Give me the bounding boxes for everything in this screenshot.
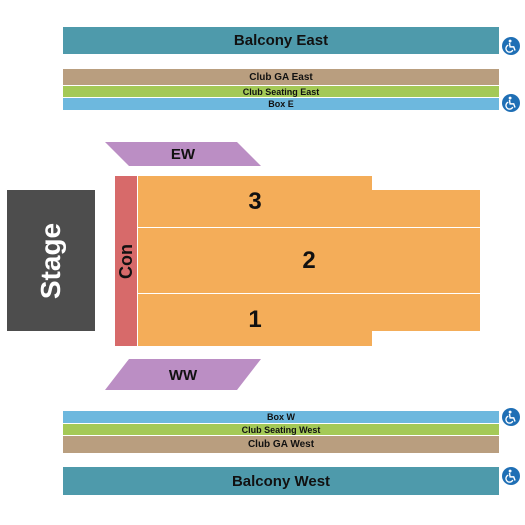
wheelchair-icon [502,94,520,112]
section-balcony-east[interactable]: Balcony East [63,27,499,54]
section-balcony-west[interactable]: Balcony West [63,467,499,495]
section-club-ga-west[interactable]: Club GA West [63,436,499,453]
section-con-label: Con [115,243,136,279]
section-box-e[interactable]: Box E [63,98,499,110]
section-con[interactable]: Con [115,176,137,346]
section-1-ext[interactable] [372,294,480,331]
section-ww-shape[interactable] [105,359,261,390]
section-club-ga-east[interactable]: Club GA East [63,69,499,85]
section-club-seating-east[interactable]: Club Seating East [63,86,499,97]
wheelchair-icon [502,467,520,485]
section-3-ext[interactable] [372,190,480,227]
stage-label: Stage [35,222,66,299]
wheelchair-icon [502,37,520,55]
wheelchair-icon [502,408,520,426]
section-3-label: 3 [248,187,262,215]
stage: Stage [7,190,95,331]
section-3[interactable] [138,176,372,227]
section-ew-shape[interactable] [105,142,261,166]
section-2[interactable]: 2 [138,228,480,293]
section-club-seating-west[interactable]: Club Seating West [63,424,499,435]
section-ew-label: EW [170,146,196,163]
section-1[interactable] [138,294,372,346]
section-ww-label: WW [168,367,198,384]
section-box-w[interactable]: Box W [63,411,499,423]
section-1-label: 1 [248,306,262,333]
